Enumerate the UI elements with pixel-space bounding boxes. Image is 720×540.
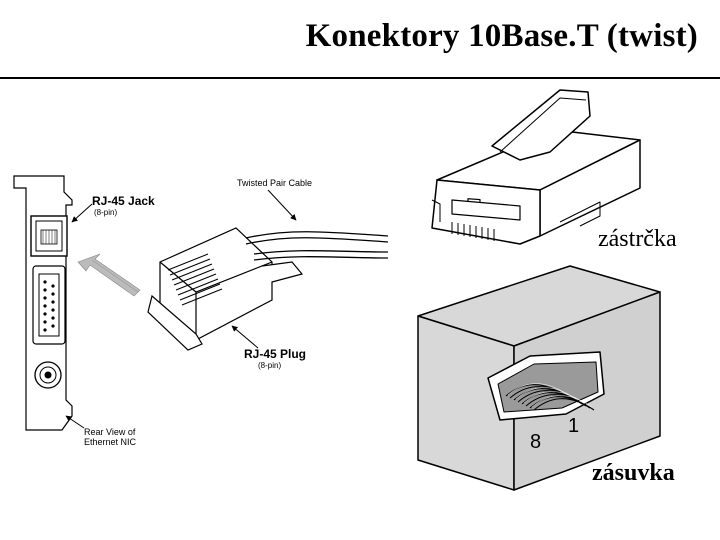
twisted-pair-cable: [245, 231, 389, 261]
rj45-plug-drawing: [147, 227, 304, 351]
jack-pins-label: (8-pin): [94, 208, 117, 217]
nic-pointer: [65, 415, 85, 429]
cable-label: Twisted Pair Cable: [237, 178, 312, 188]
nic-label-line1: Rear View of: [84, 427, 136, 437]
db15-port: [32, 265, 66, 345]
plug-pointer: [231, 325, 259, 349]
nic-label-line2: Ethernet NIC: [84, 437, 137, 447]
plug-label: RJ-45 Plug: [244, 347, 306, 361]
socket-pin-1-label: 1: [568, 415, 579, 437]
insert-arrow: [77, 253, 141, 297]
rj45-plug-3d: [431, 89, 641, 245]
bnc-port: [34, 361, 62, 389]
plug-caption: zástrčka: [598, 226, 677, 252]
slide-title: Konektory 10Base.T (twist): [305, 18, 698, 54]
rj45-socket-3d: [417, 265, 661, 491]
jack-pointer: [71, 203, 93, 223]
jack-label: RJ-45 Jack: [92, 194, 155, 208]
socket-caption: zásuvka: [592, 460, 675, 486]
title-divider: [0, 77, 720, 79]
plug-pins-label: (8-pin): [258, 361, 281, 370]
cable-pointer: [267, 189, 297, 221]
rj45-jack-port: [30, 215, 68, 257]
socket-pin-8-label: 8: [530, 431, 541, 453]
